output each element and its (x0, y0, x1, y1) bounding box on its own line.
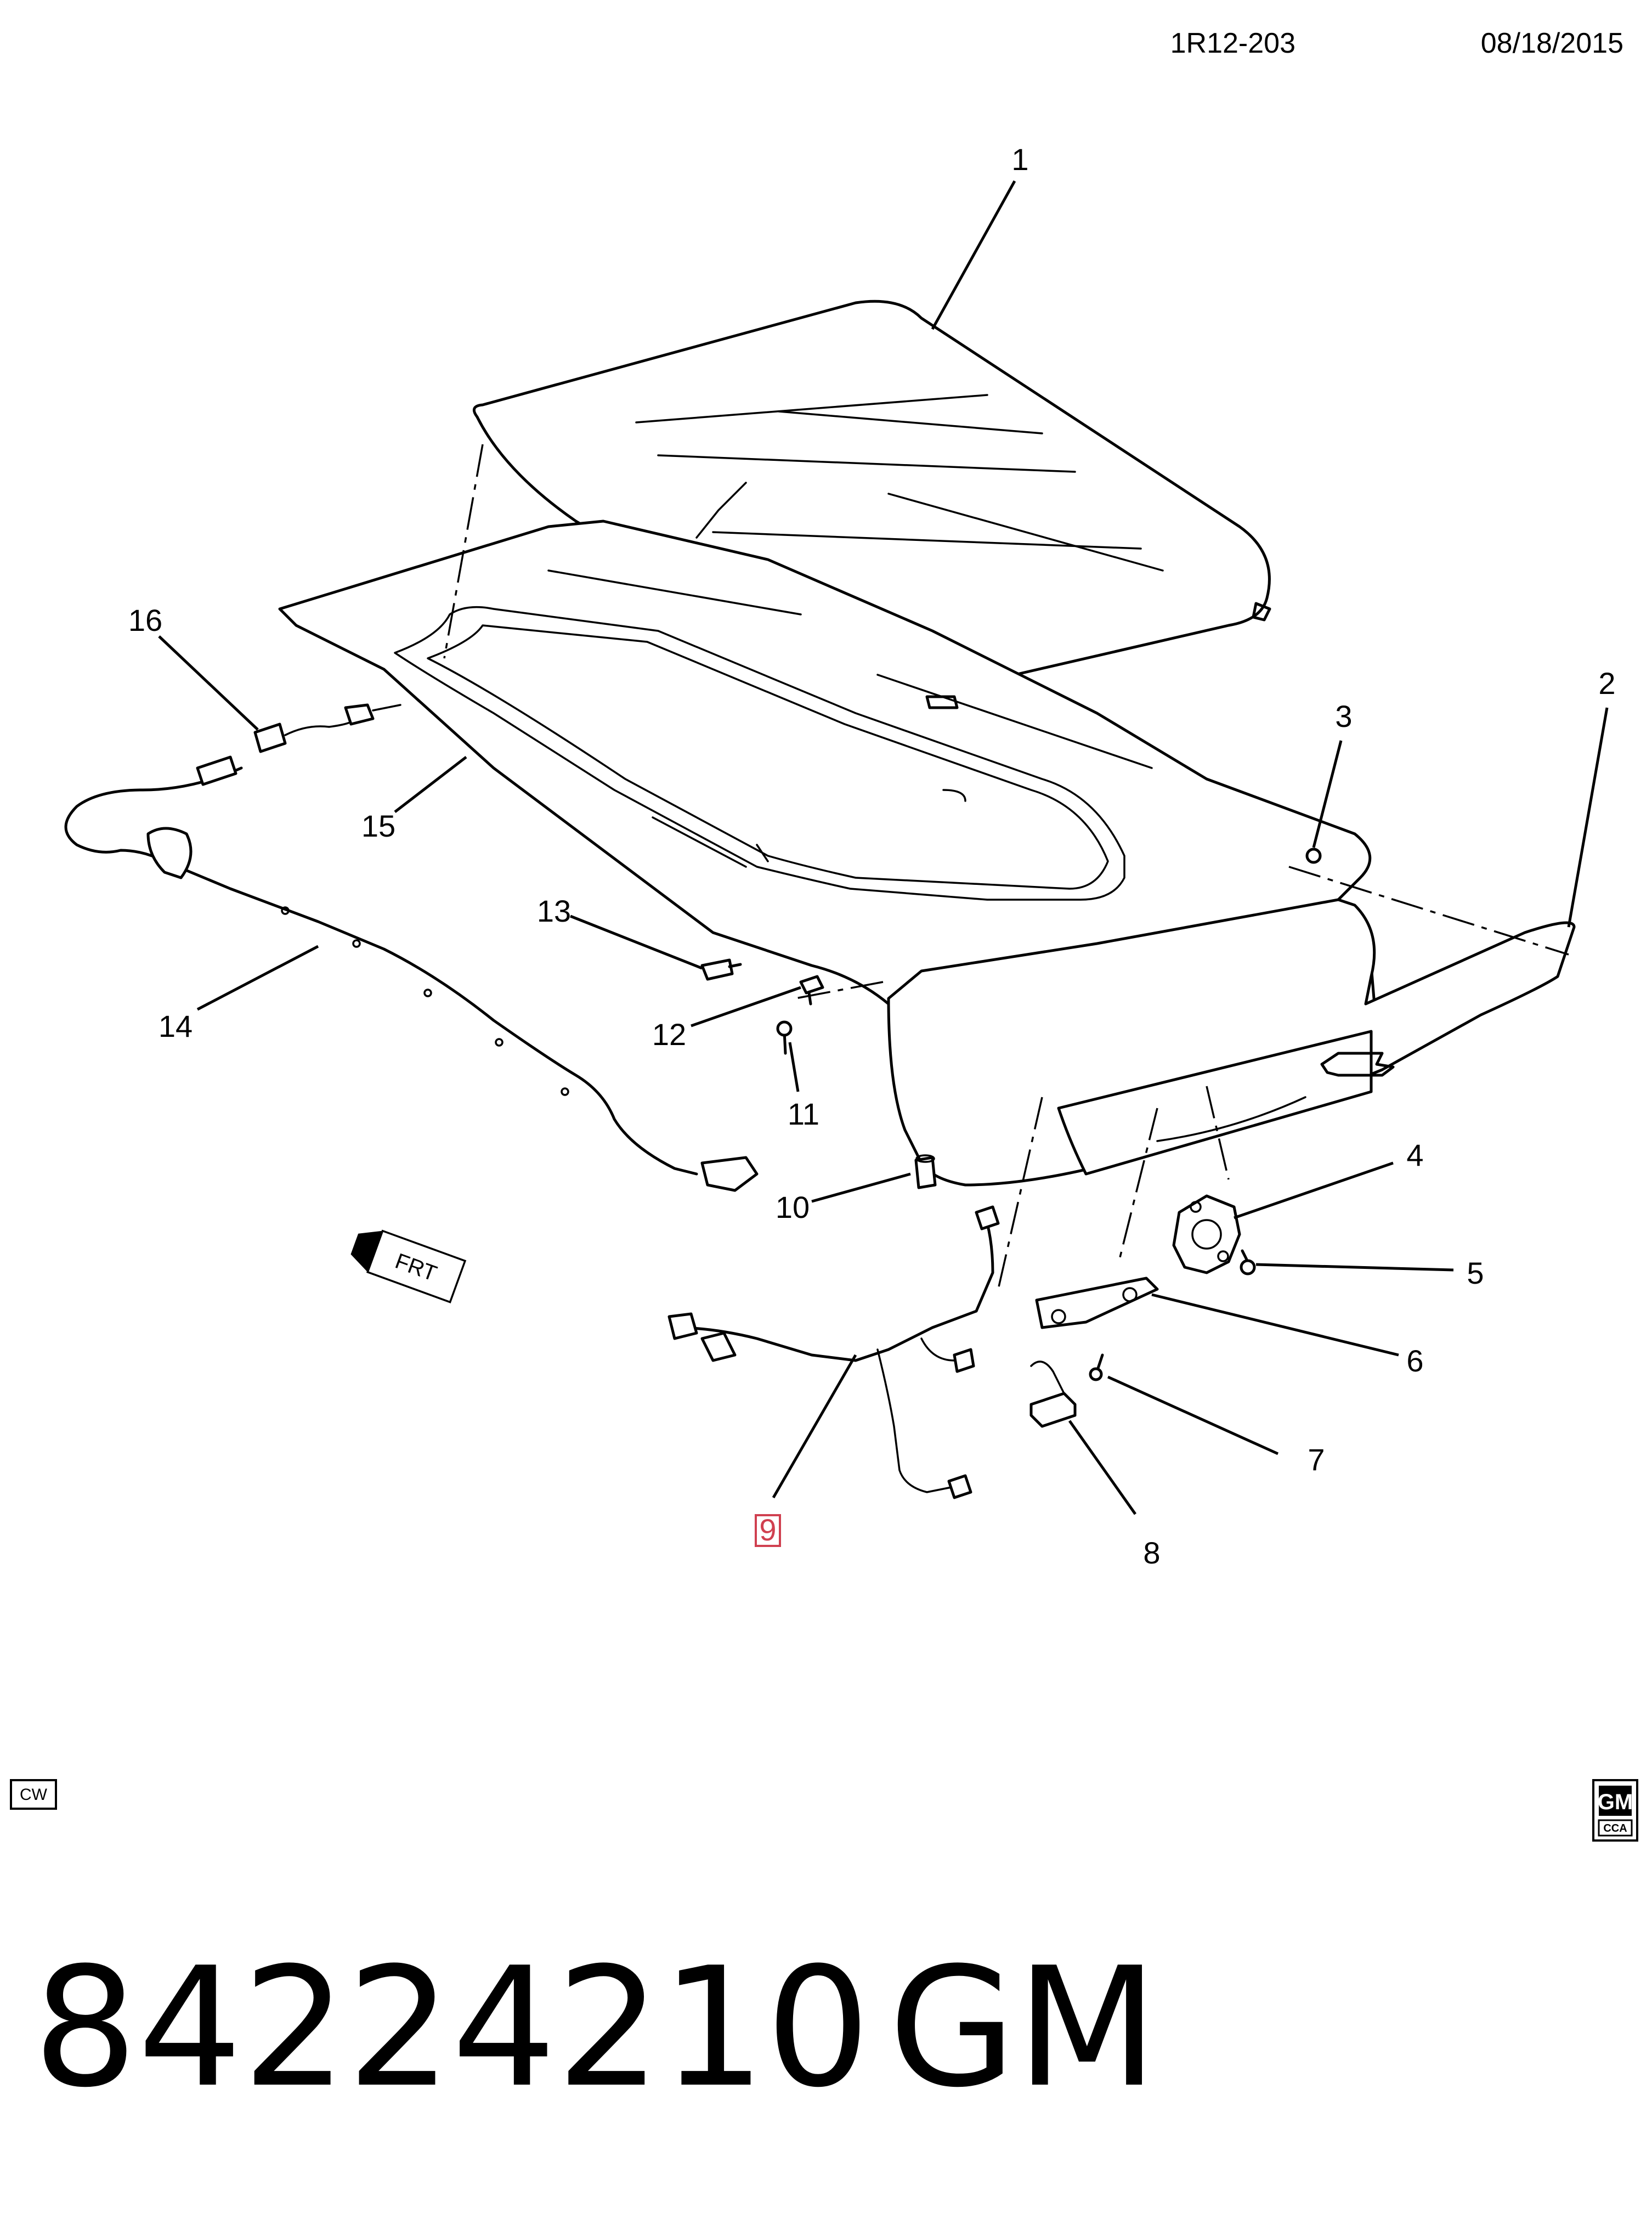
license-lamp (1029, 1360, 1077, 1428)
callout-7: 7 (1308, 1442, 1325, 1477)
callout-9-highlight-box (755, 1514, 781, 1547)
callout-16: 16 (128, 603, 162, 637)
callout-14: 14 (159, 1009, 193, 1043)
liftgate-latch (1172, 1194, 1241, 1274)
callout-4: 4 (1406, 1138, 1423, 1172)
bumper-stop (914, 1154, 937, 1189)
callout-10: 10 (776, 1190, 810, 1224)
part-number: 84224210 (33, 1932, 870, 2124)
handle-screw (1089, 1353, 1104, 1381)
part-3-bumper (1305, 848, 1322, 864)
diagram-date: 08/18/2015 (1481, 27, 1623, 59)
gm-logo-sub: CCA (1603, 1822, 1627, 1834)
front-direction-marker: FRT (350, 1229, 467, 1303)
callout-15: 15 (361, 809, 395, 843)
callout-leaders (158, 180, 1609, 1515)
callout-1: 1 (1011, 142, 1028, 177)
liftgate-wiring-harness (667, 1205, 1000, 1499)
gm-logo-mark: GM (1598, 1790, 1633, 1814)
callout-11: 11 (788, 1097, 819, 1131)
brand-name: GM (889, 1932, 1158, 2124)
callout-8: 8 (1143, 1535, 1160, 1570)
callout-5: 5 (1467, 1256, 1484, 1290)
retainer-12 (799, 975, 824, 1006)
callout-9[interactable]: 9 (759, 1512, 776, 1547)
harness-14 (64, 755, 759, 1192)
callout-12: 12 (652, 1017, 686, 1052)
connector-16 (253, 703, 401, 753)
callout-6: 6 (1406, 1343, 1423, 1378)
cw-label: CW (20, 1786, 48, 1804)
callout-2: 2 (1598, 666, 1615, 701)
liftgate-handle (1035, 1277, 1159, 1329)
rear-glass (472, 300, 1271, 682)
callout-3: 3 (1335, 699, 1352, 733)
latch-bolt (1240, 1249, 1256, 1275)
callout-labels: 1 2 3 4 5 6 7 8 9 10 11 12 13 14 15 16 (128, 142, 1616, 1570)
cw-box: CW (10, 1779, 57, 1810)
gm-logo: GM CCA (1592, 1779, 1638, 1842)
dashed-leaders (443, 444, 1569, 1290)
panel-bolt-11 (776, 1020, 793, 1055)
callout-13: 13 (537, 894, 571, 928)
liftgate-outer-panel (887, 898, 1576, 1187)
push-pin-13 (700, 958, 742, 981)
diagram-code: 1R12-203 (1170, 27, 1295, 59)
